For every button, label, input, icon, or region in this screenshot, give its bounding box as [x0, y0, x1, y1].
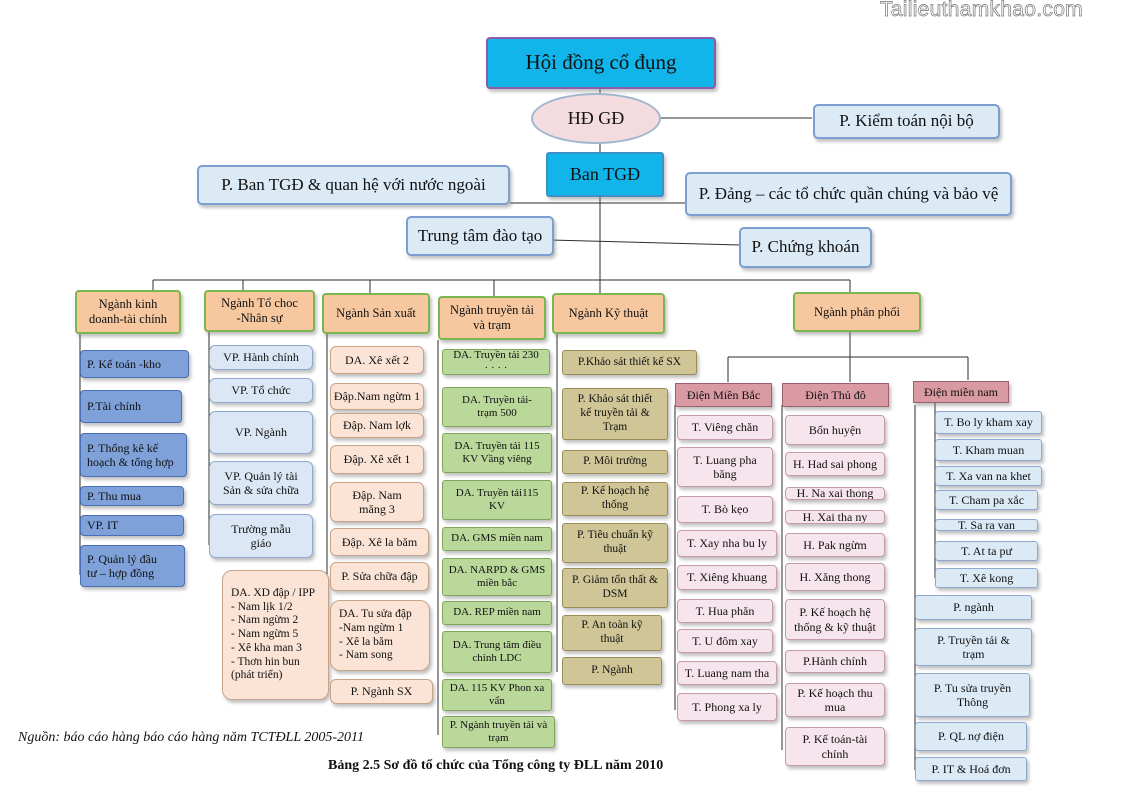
- region-capital: Điện Thủ đô: [782, 383, 889, 407]
- finance-unit: P. Thu mua: [80, 486, 184, 506]
- capital-unit: Bốn huyện: [785, 415, 885, 445]
- production-unit: DA. Xê xết 2: [330, 346, 424, 374]
- board-ellipse: HĐ GĐ: [531, 93, 661, 144]
- transmission-project: DA. REP miền nam: [442, 601, 552, 625]
- capital-unit: P. Kế toán-tài chính: [785, 727, 885, 766]
- sector-distribution: Ngành phân phối: [793, 292, 921, 332]
- sector-production: Ngành Sản xuất: [322, 293, 430, 334]
- watermark: Tailieuthamkhao.com: [880, 0, 1083, 21]
- region-north: Điện Miền Bắc: [675, 383, 772, 407]
- foreign-relations-box: P. Ban TGĐ & quan hệ với nước ngoài: [197, 165, 510, 205]
- hr-office: VP. Hành chính: [209, 345, 313, 370]
- north-province: T. Luang pha băng: [677, 447, 773, 487]
- transmission-project: DA. GMS miền nam: [442, 527, 552, 551]
- south-province: T. Xê kong: [935, 568, 1038, 588]
- sector-organization-hr: Ngành Tổ choc -Nhân sự: [204, 290, 315, 332]
- transmission-project: DA. Truyền tải 115 KV Vầng viêng: [442, 433, 552, 473]
- transmission-project: P. Ngành truyền tải và trạm: [442, 716, 555, 748]
- north-province: T. U đôm xay: [677, 629, 773, 653]
- technical-dept: P. Ngành: [562, 657, 662, 685]
- technical-dept: P.Khảo sát thiết kế SX: [562, 350, 697, 375]
- south-province: T. Sa ra van: [935, 519, 1038, 531]
- north-province: T. Xay nha bu ly: [677, 530, 777, 557]
- source-note: Nguồn: báo cáo hàng báo cáo hàng năm TCT…: [18, 730, 365, 745]
- dam-repair-project: DA. Tu sửa đập -Nam ngừm 1 - Xê la băm -…: [330, 600, 430, 671]
- transmission-project: DA. Truyền tải- trạm 500: [442, 387, 552, 427]
- north-province: T. Hua phăn: [677, 599, 773, 623]
- transmission-project: DA. Truyền tải 230 · · · ·: [442, 349, 550, 375]
- sector-technical: Ngành Kỹ thuật: [552, 293, 665, 334]
- south-dept: P. ngành: [915, 595, 1032, 620]
- production-unit: P. Sửa chữa đập: [330, 562, 429, 591]
- capital-unit: P. Kế hoạch hệ thống & kỹ thuật: [785, 599, 885, 640]
- south-province: T. Bo ly kham xay: [935, 411, 1042, 434]
- capital-unit: H. Xai tha ny: [785, 510, 885, 524]
- north-province: T. Viêng chăn: [677, 415, 773, 440]
- technical-dept: P. An toàn kỹ thuật: [562, 615, 662, 651]
- production-unit: Đập.Nam ngừm 1: [330, 383, 424, 410]
- production-unit: Đập. Xê la băm: [330, 528, 429, 556]
- region-south: Điện miền nam: [913, 381, 1009, 403]
- dam-projects-plan: DA. XD đập / IPP - Nam lịk 1/2 - Nam ngừ…: [222, 570, 329, 700]
- transmission-project: DA. 115 KV Phon xa vẩn: [442, 679, 552, 711]
- finance-unit: P. Thống kê kế hoạch & tổng hợp: [80, 433, 187, 477]
- technical-dept: P. Tiêu chuẩn kỹ thuật: [562, 523, 668, 563]
- capital-unit: P. Kế hoạch thu mua: [785, 683, 885, 717]
- technical-dept: P. Khảo sát thiết kế truyền tải & Trạm: [562, 388, 668, 440]
- south-dept: P. QL nợ điện: [915, 722, 1027, 751]
- production-unit: P. Ngành SX: [330, 679, 433, 704]
- production-unit: Đập. Nam lợk: [330, 413, 424, 438]
- sector-transmission: Ngành truyền tải và trạm: [438, 296, 546, 340]
- finance-unit: P. Quản lý đầu tư – hợp đồng: [80, 545, 185, 587]
- south-province: T. Kham muan: [935, 439, 1042, 461]
- capital-unit: H. Na xai thong: [785, 487, 885, 500]
- securities-box: P. Chứng khoán: [739, 227, 872, 268]
- sector-business-finance: Ngành kinh doanh-tài chính: [75, 290, 181, 334]
- capital-unit: H. Pak ngừm: [785, 533, 885, 557]
- transmission-project: DA. Truyền tải115 KV: [442, 480, 552, 520]
- party-unions-box: P. Đảng – các tổ chức quần chúng và bảo …: [685, 172, 1012, 216]
- south-province: T. At ta pư: [935, 541, 1038, 561]
- north-province: T. Bò kẹo: [677, 496, 773, 523]
- transmission-project: DA. Trung tâm điều chỉnh LDC: [442, 631, 552, 673]
- technical-dept: P. Kế hoạch hệ thống: [562, 482, 668, 516]
- finance-unit: P.Tài chính: [80, 390, 182, 423]
- production-unit: Đập. Nam măng 3: [330, 482, 424, 522]
- hr-office: VP. Quản lý tài Sản & sửa chữa: [209, 461, 313, 505]
- transmission-project: DA. NARPD & GMS miền bắc: [442, 558, 552, 596]
- hr-office: VP. Ngành: [209, 411, 313, 454]
- figure-caption: Bảng 2.5 Sơ đồ tổ chức của Tổng công ty …: [328, 758, 664, 773]
- training-center-box: Trung tâm đào tạo: [406, 216, 554, 256]
- general-directorate-box: Ban TGĐ: [546, 152, 664, 197]
- production-unit: Đập. Xê xết 1: [330, 445, 424, 474]
- north-province: T. Phong xa ly: [677, 693, 777, 721]
- north-province: T. Luang nam tha: [677, 661, 777, 685]
- south-dept: P. IT & Hoá đơn: [915, 757, 1027, 781]
- capital-unit: P.Hành chính: [785, 650, 885, 673]
- hr-office: VP. Tổ chức: [209, 378, 313, 403]
- south-province: T. Xa van na khet: [935, 466, 1042, 486]
- hr-office: Trường mẫu giáo: [209, 514, 313, 558]
- technical-dept: P. Môi trường: [562, 450, 668, 474]
- north-province: T. Xiêng khuang: [677, 565, 777, 590]
- finance-unit: VP. IT: [80, 515, 184, 536]
- south-dept: P. Tu sửa truyền Thông: [915, 673, 1030, 717]
- south-province: T. Cham pa xắc: [935, 490, 1038, 510]
- capital-unit: H. Xăng thong: [785, 563, 885, 591]
- capital-unit: H. Had sai phong: [785, 452, 885, 476]
- shareholders-box: Hội đồng cổ đụng: [486, 37, 716, 89]
- finance-unit: P. Kế toán -kho: [80, 350, 189, 378]
- internal-audit-box: P. Kiểm toán nội bộ: [813, 104, 1000, 139]
- south-dept: P. Truyền tải & trạm: [915, 628, 1032, 666]
- technical-dept: P. Giảm tổn thất & DSM: [562, 568, 668, 608]
